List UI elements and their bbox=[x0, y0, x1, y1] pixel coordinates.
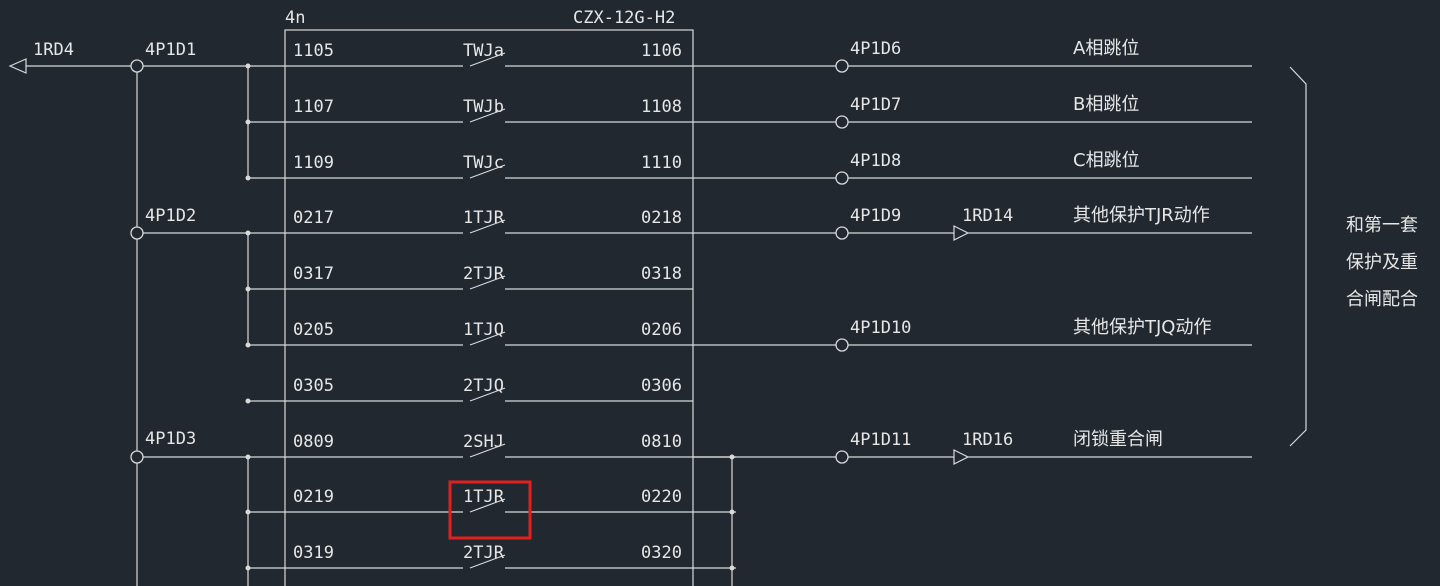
contact-blade bbox=[469, 554, 506, 569]
row-left-number: 1105 bbox=[293, 41, 334, 61]
left-terminal-label-1: 4P1D1 bbox=[145, 40, 196, 60]
junction-dot bbox=[245, 398, 251, 404]
junction-dot bbox=[245, 286, 251, 292]
row-contact-label: 2SHJ bbox=[463, 432, 504, 452]
fuse-arrow bbox=[953, 449, 970, 465]
contact-blade bbox=[469, 108, 506, 123]
contact-blade bbox=[469, 498, 506, 513]
right-terminal bbox=[835, 171, 849, 185]
module-model: CZX-12G-H2 bbox=[573, 8, 675, 28]
row-description: 其他保护TJQ动作 bbox=[1073, 317, 1211, 338]
contact-blade bbox=[469, 164, 506, 179]
left-terminal-label-3: 4P1D3 bbox=[145, 429, 196, 449]
row-contact-label: 1TJR bbox=[463, 208, 505, 228]
row-left-number: 0305 bbox=[293, 376, 334, 396]
right-terminal-label: 4P1D7 bbox=[850, 95, 901, 115]
row-right-number: 0318 bbox=[641, 264, 682, 284]
row-right-number: 0810 bbox=[641, 432, 682, 452]
row-left-number: 0319 bbox=[293, 543, 334, 563]
junction-dot bbox=[245, 454, 251, 460]
fuse-label: 1RD14 bbox=[962, 206, 1013, 226]
side-note-line-2: 保护及重 bbox=[1346, 252, 1418, 273]
contact-blade bbox=[469, 275, 506, 290]
junction-dot bbox=[729, 509, 735, 515]
row-description: B相跳位 bbox=[1073, 94, 1139, 115]
right-terminal-label: 4P1D10 bbox=[850, 318, 911, 338]
junction-dot bbox=[245, 119, 251, 125]
row-right-number: 0306 bbox=[641, 376, 682, 396]
row-contact-label: TWJc bbox=[463, 153, 504, 173]
row-description: C相跳位 bbox=[1073, 150, 1140, 171]
row-left-number: 1107 bbox=[293, 97, 334, 117]
row-left-number: 0217 bbox=[293, 208, 334, 228]
module-name: 4n bbox=[285, 8, 305, 28]
junction-dot bbox=[245, 63, 251, 69]
row-contact-label: 2TJQ bbox=[463, 376, 504, 396]
row-description: A相跳位 bbox=[1073, 38, 1139, 59]
left-terminal bbox=[130, 450, 144, 464]
right-terminal-label: 4P1D11 bbox=[850, 430, 911, 450]
right-terminal bbox=[835, 59, 849, 73]
row-right-number: 0206 bbox=[641, 320, 682, 340]
fuse-arrow bbox=[953, 225, 970, 241]
row-contact-label: TWJa bbox=[463, 41, 504, 61]
row-left-number: 0809 bbox=[293, 432, 334, 452]
junction-dot bbox=[245, 230, 251, 236]
contact-blade bbox=[469, 443, 506, 458]
left-terminal bbox=[130, 59, 144, 73]
junction-dot bbox=[729, 565, 735, 571]
junction-dot bbox=[245, 509, 251, 515]
source-arrow-1RD4 bbox=[8, 58, 27, 74]
left-terminal bbox=[130, 226, 144, 240]
right-terminal bbox=[835, 115, 849, 129]
row-description: 其他保护TJR动作 bbox=[1073, 205, 1210, 226]
right-terminal bbox=[835, 226, 849, 240]
junction-dot bbox=[729, 454, 735, 460]
row-contact-label: 1TJQ bbox=[463, 320, 504, 340]
row-right-number: 1110 bbox=[641, 153, 682, 173]
row-contact-label: 2TJR bbox=[463, 543, 505, 563]
right-terminal-label: 4P1D9 bbox=[850, 206, 901, 226]
row-left-number: 0219 bbox=[293, 487, 334, 507]
right-terminal bbox=[835, 450, 849, 464]
contact-rows: 1105 TWJa 1106 4P1D6 A相跳位 1107 TWJb 1108 4P1D7 B相… bbox=[130, 38, 1252, 571]
side-note-line-3: 合闸配合 bbox=[1346, 289, 1418, 310]
fuse-label: 1RD16 bbox=[962, 430, 1013, 450]
row-description: 闭锁重合闸 bbox=[1073, 429, 1163, 450]
right-terminal bbox=[835, 338, 849, 352]
row-right-number: 0220 bbox=[641, 487, 682, 507]
contact-blade bbox=[469, 331, 506, 346]
contact-blade bbox=[469, 387, 506, 402]
row-left-number: 0317 bbox=[293, 264, 334, 284]
junction-dot bbox=[245, 342, 251, 348]
right-brace bbox=[1289, 66, 1307, 447]
row-right-number: 1108 bbox=[641, 97, 682, 117]
row-contact-label: 2TJR bbox=[463, 264, 505, 284]
row-right-number: 0218 bbox=[641, 208, 682, 228]
junction-dot bbox=[245, 565, 251, 571]
left-terminal-label-2: 4P1D2 bbox=[145, 206, 196, 226]
highlight-box bbox=[448, 480, 532, 540]
source-label: 1RD4 bbox=[33, 40, 74, 60]
row-right-number: 0320 bbox=[641, 543, 682, 563]
right-terminal-label: 4P1D8 bbox=[850, 151, 901, 171]
row-left-number: 1109 bbox=[293, 153, 334, 173]
contact-blade bbox=[469, 52, 506, 67]
row-left-number: 0205 bbox=[293, 320, 334, 340]
side-note-line-1: 和第一套 bbox=[1346, 215, 1418, 236]
row-contact-label: 1TJR bbox=[463, 487, 505, 507]
right-terminal-label: 4P1D6 bbox=[850, 39, 901, 59]
row-contact-label: TWJb bbox=[463, 97, 504, 117]
module-box bbox=[284, 29, 694, 586]
junction-dot bbox=[245, 175, 251, 181]
row-right-number: 1106 bbox=[641, 41, 682, 61]
contact-blade bbox=[469, 219, 506, 234]
